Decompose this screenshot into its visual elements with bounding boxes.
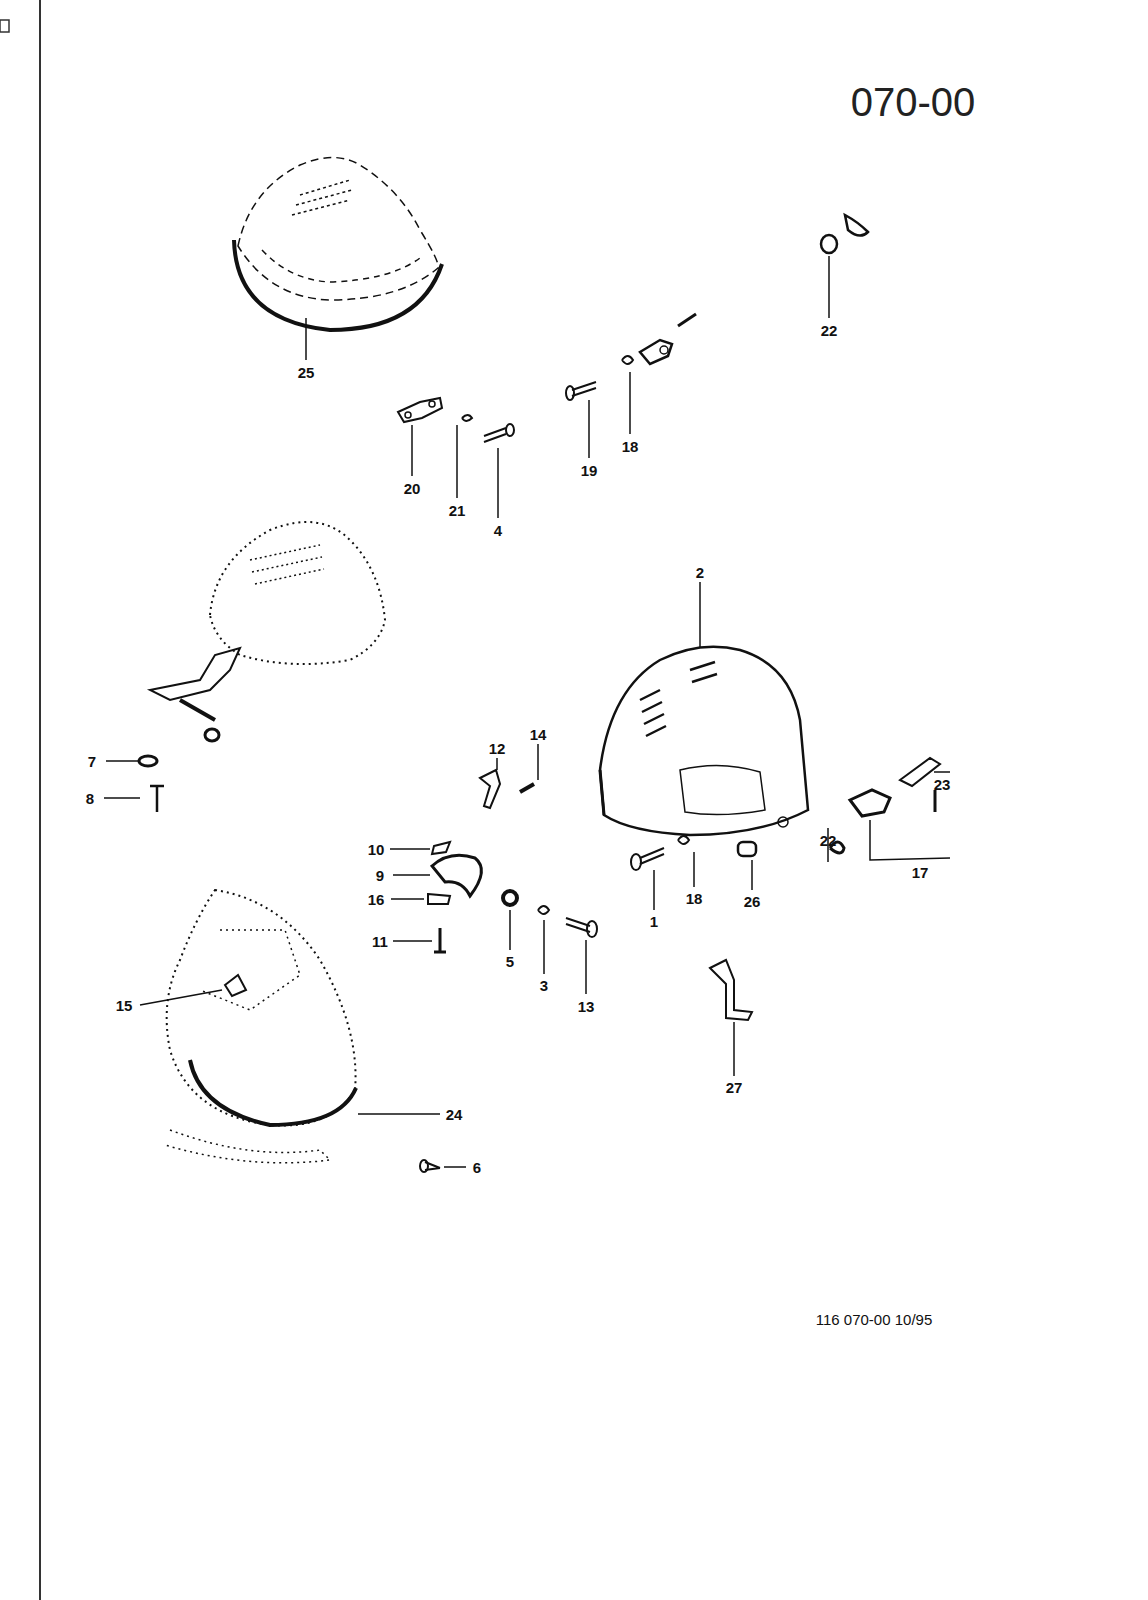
callout-number: 12 [489, 741, 506, 756]
callout-number: 11 [372, 934, 388, 949]
callout-number: 16 [368, 892, 385, 907]
callout-number: 25 [298, 365, 315, 380]
callout-number: 22 [820, 833, 837, 848]
callout-number: 2 [696, 565, 704, 580]
callout-number: 3 [540, 978, 548, 993]
callout-number: 24 [446, 1107, 463, 1122]
callout-number: 14 [530, 727, 547, 742]
callout-number: 8 [86, 791, 94, 806]
callout-number: 26 [744, 894, 761, 909]
callout-number: 19 [581, 463, 598, 478]
callout-number: 7 [88, 754, 96, 769]
callout-number: 22 [821, 323, 838, 338]
callout-number: 21 [449, 503, 466, 518]
callout-number: 17 [912, 865, 929, 880]
callout-number: 4 [494, 523, 502, 538]
callout-number: 9 [376, 868, 384, 883]
drawing-reference: 116 070-00 10/95 [816, 1312, 933, 1327]
callout-number: 27 [726, 1080, 743, 1095]
callout-number: 15 [116, 998, 133, 1013]
callout-number: 18 [686, 891, 703, 906]
callout-number: 18 [622, 439, 639, 454]
callout-number: 5 [506, 954, 514, 969]
callout-number: 13 [578, 999, 595, 1014]
callout-number: 10 [368, 842, 385, 857]
page-number: 070-00 [851, 82, 976, 122]
callout-number: 20 [404, 481, 421, 496]
callout-number: 1 [650, 914, 658, 929]
callout-number: 23 [934, 777, 951, 792]
callout-number: 6 [473, 1160, 481, 1175]
